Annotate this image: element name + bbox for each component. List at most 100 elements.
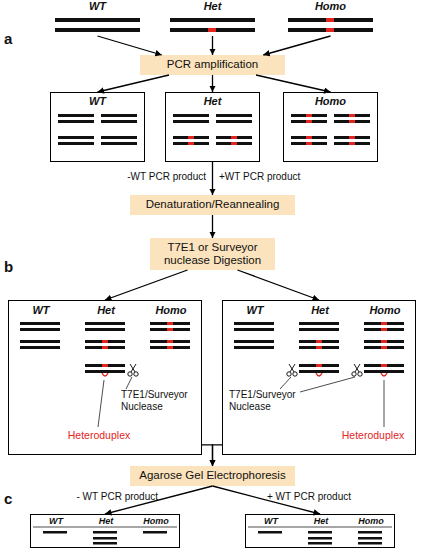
dna-duplex bbox=[291, 114, 327, 123]
mutation-mark bbox=[306, 142, 312, 145]
gel-band bbox=[358, 531, 382, 534]
mutation-mark bbox=[167, 322, 173, 325]
panel-letter: a bbox=[4, 30, 24, 47]
process-label: Denaturation/Reannealing bbox=[146, 198, 280, 211]
mutation-mark bbox=[349, 120, 355, 123]
lane-heading: Het bbox=[86, 304, 126, 317]
dna-duplex bbox=[173, 136, 209, 145]
mutation-mark bbox=[381, 346, 387, 349]
panel-letter: c bbox=[4, 490, 24, 507]
dna-strand bbox=[288, 28, 373, 32]
dna-strand bbox=[170, 28, 255, 32]
annotation: +WT PCR product bbox=[219, 171, 329, 183]
lane-heading: WT bbox=[21, 304, 61, 317]
mutation-mark bbox=[381, 322, 387, 325]
digestion-panel: WTHetHomoT7E1/Surveyor NucleaseHeterodup… bbox=[222, 300, 416, 455]
heteroduplex-dna bbox=[85, 364, 125, 373]
genotype-group: Het bbox=[170, 0, 255, 36]
dna-duplex bbox=[234, 340, 274, 349]
gel-well-line bbox=[33, 527, 177, 528]
gel-box: WT Het Homo bbox=[245, 514, 395, 548]
mutation-mark bbox=[326, 28, 334, 32]
gel-band bbox=[258, 531, 282, 534]
dna-strand bbox=[55, 28, 140, 32]
gel-band bbox=[93, 542, 117, 545]
dna-duplex bbox=[364, 322, 404, 331]
annotation: -WT PCR product bbox=[100, 171, 206, 183]
scissors-symbol bbox=[352, 364, 362, 376]
gel-box: WTHetHomo bbox=[30, 514, 180, 548]
mutation-mark bbox=[381, 364, 387, 367]
mutation-mark bbox=[167, 346, 173, 349]
genotype-group: Homo bbox=[288, 0, 373, 36]
sample-box: WT bbox=[50, 92, 145, 162]
mutation-mark bbox=[381, 328, 387, 331]
dna-duplex bbox=[85, 340, 125, 349]
arrow-connector bbox=[212, 75, 213, 92]
lane-heading: WT bbox=[51, 95, 144, 108]
gel-band bbox=[143, 531, 167, 534]
dna-duplex bbox=[334, 114, 370, 123]
dna-duplex bbox=[334, 136, 370, 145]
process-box: T7E1 or Surveyor nuclease Digestion bbox=[150, 238, 275, 270]
callout-label: Heteroduplex bbox=[333, 429, 413, 441]
dna-duplex bbox=[150, 340, 190, 349]
mutation-mark bbox=[349, 142, 355, 145]
process-box: PCR amplification bbox=[140, 55, 285, 75]
mutation-mark bbox=[102, 346, 108, 349]
gel-well-line bbox=[248, 527, 392, 528]
dna-strand bbox=[170, 18, 255, 22]
dna-duplex bbox=[20, 322, 60, 331]
dna-duplex bbox=[58, 114, 94, 123]
sample-box: Homo bbox=[283, 92, 378, 162]
mutation-mark bbox=[381, 340, 387, 343]
lane-heading: Het bbox=[301, 516, 341, 526]
dna-duplex bbox=[150, 322, 190, 331]
process-box: Agarose Gel Electrophoresis bbox=[130, 466, 295, 486]
arrow-connector bbox=[238, 270, 320, 300]
mutation-mark bbox=[167, 328, 173, 331]
arrow-connector bbox=[212, 36, 213, 55]
lane-heading: WT bbox=[251, 516, 291, 526]
gel-band bbox=[358, 542, 382, 545]
mutation-mark bbox=[231, 136, 237, 139]
dna-strand bbox=[55, 18, 140, 22]
leader-line bbox=[384, 380, 385, 427]
mismatch-bulge bbox=[102, 373, 108, 376]
gel-band bbox=[308, 537, 332, 540]
heteroduplex-dna bbox=[299, 364, 339, 373]
scissors-symbol bbox=[287, 364, 297, 376]
mutation-mark bbox=[167, 340, 173, 343]
process-label: PCR amplification bbox=[167, 58, 258, 71]
gel-band bbox=[43, 531, 67, 534]
mismatch-bulge bbox=[316, 373, 322, 376]
panel-letter: b bbox=[4, 258, 24, 275]
arrow-connector bbox=[263, 36, 330, 55]
dna-duplex bbox=[216, 114, 252, 123]
lane-heading: Het bbox=[166, 95, 259, 108]
gel-band bbox=[93, 531, 117, 534]
dna-duplex bbox=[173, 114, 209, 123]
mutation-mark bbox=[188, 136, 194, 139]
dna-strand bbox=[288, 18, 373, 22]
mutation-mark bbox=[316, 364, 322, 367]
mutation-mark bbox=[208, 28, 216, 32]
lane-heading: Homo bbox=[136, 516, 176, 526]
lane-heading: Homo bbox=[351, 516, 391, 526]
process-box: Denaturation/Reannealing bbox=[130, 195, 295, 215]
lane-heading: Het bbox=[86, 516, 126, 526]
dna-duplex bbox=[216, 136, 252, 145]
gel-band bbox=[308, 531, 332, 534]
lane-heading: Homo bbox=[288, 0, 373, 13]
lane-heading: Het bbox=[170, 0, 255, 13]
mutation-mark bbox=[306, 120, 312, 123]
lane-heading: Homo bbox=[365, 304, 405, 317]
process-label: Agarose Gel Electrophoresis bbox=[139, 469, 285, 482]
lane-heading: WT bbox=[235, 304, 275, 317]
gel-band bbox=[308, 542, 332, 545]
mismatch-bulge bbox=[381, 373, 387, 376]
sample-box: Het bbox=[165, 92, 260, 162]
dna-duplex bbox=[364, 340, 404, 349]
mutation-mark bbox=[188, 142, 194, 145]
dna-duplex bbox=[291, 136, 327, 145]
